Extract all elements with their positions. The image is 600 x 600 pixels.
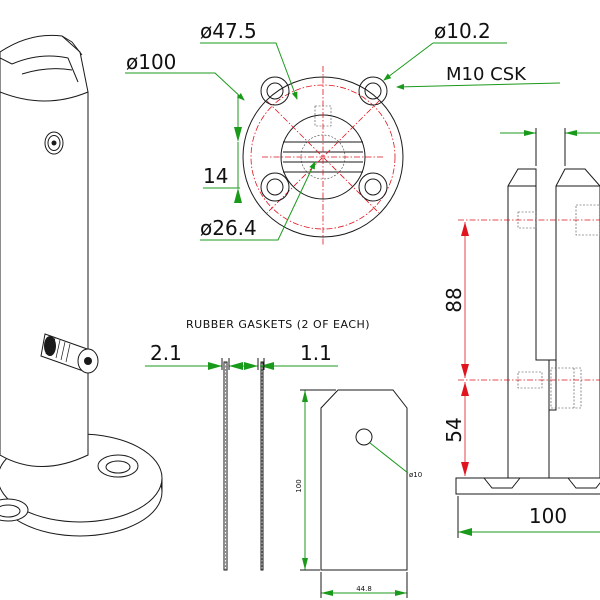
dim-screw-label: M10 CSK bbox=[446, 64, 527, 85]
dim-gasket-hole-label: ø10 bbox=[409, 471, 422, 479]
dim-post-diameter-label: ø26.4 bbox=[200, 216, 257, 240]
dim-hole-diameter-label: ø10.2 bbox=[434, 19, 491, 43]
gaskets-view: RUBBER GASKETS (2 OF EACH) 2.1 1.1 ø10 1 bbox=[145, 318, 422, 598]
top-hole-top-left bbox=[260, 76, 290, 106]
side-post-left bbox=[507, 168, 550, 479]
dim-thickness-b-label: 1.1 bbox=[300, 341, 332, 365]
top-hole-top-right bbox=[358, 76, 388, 106]
dim-upper-height-label: 88 bbox=[442, 287, 466, 312]
gasket-face bbox=[320, 389, 408, 571]
dim-gasket-height-label: 100 bbox=[295, 479, 303, 492]
side-post-right bbox=[548, 168, 600, 479]
dim-outer-diameter-label: ø100 bbox=[126, 50, 176, 74]
dim-thickness-a-label: 2.1 bbox=[150, 341, 182, 365]
dim-gasket-width-label: 44.8 bbox=[356, 585, 372, 593]
isometric-post-view bbox=[0, 34, 163, 537]
side-base-plate bbox=[455, 477, 600, 495]
gaskets-title: RUBBER GASKETS (2 OF EACH) bbox=[186, 318, 370, 331]
dim-base-width-label: 100 bbox=[529, 504, 567, 528]
post-top bbox=[0, 34, 89, 102]
post-body bbox=[0, 91, 89, 467]
top-hole-bottom-left bbox=[260, 172, 290, 202]
dim-lower-height-label: 54 bbox=[442, 417, 466, 442]
top-hole-bottom-right bbox=[358, 172, 388, 202]
gasket-hole bbox=[355, 428, 373, 446]
top-outer-circle bbox=[242, 76, 404, 238]
dim-pitch-circle-label: ø47.5 bbox=[200, 19, 257, 43]
side-view: 88 54 100 bbox=[442, 128, 600, 538]
dim-slot-width-label: 14 bbox=[203, 164, 228, 188]
top-view: ø47.5 ø10.2 M10 CSK ø100 14 ø26.4 bbox=[125, 19, 561, 245]
